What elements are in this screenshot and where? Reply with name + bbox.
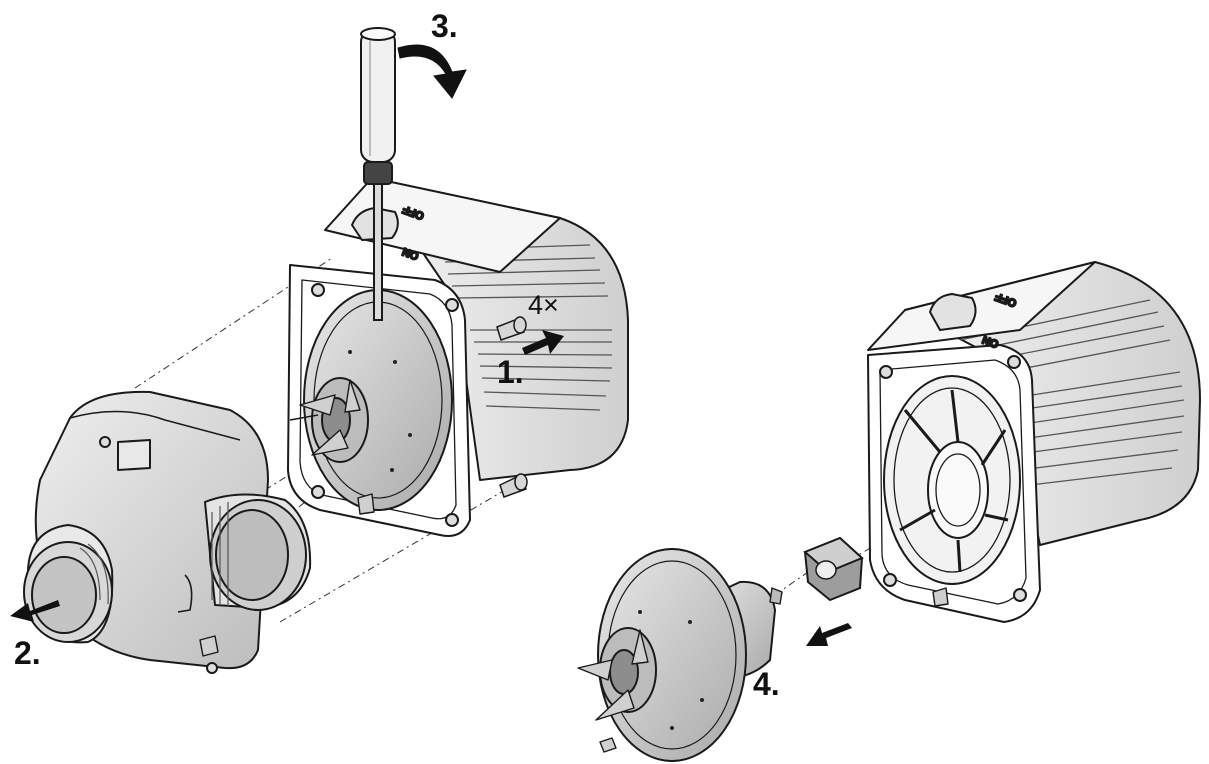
step-label-1: 1. bbox=[497, 354, 524, 390]
screw-count-label: 4× bbox=[528, 290, 559, 320]
step-label-2: 2. bbox=[14, 635, 41, 671]
screw-icon bbox=[496, 316, 528, 498]
arrow-icon-step1 bbox=[522, 330, 564, 355]
screwdriver-icon bbox=[360, 27, 396, 321]
switch-knob-right bbox=[929, 293, 977, 331]
curved-arrow-icon bbox=[397, 44, 467, 99]
step-label-4: 4. bbox=[753, 666, 780, 702]
bearing-bushing bbox=[803, 536, 864, 602]
motor-assembly-left: OFF ON bbox=[287, 177, 629, 537]
pump-housing bbox=[23, 390, 312, 674]
rotor-impeller bbox=[577, 548, 783, 762]
arrow-icon-step2 bbox=[10, 600, 60, 622]
arrow-icon-step4 bbox=[806, 623, 852, 646]
motor-housing-right: OFF ON bbox=[867, 261, 1201, 623]
step-label-3: 3. bbox=[431, 8, 458, 44]
motor-top bbox=[324, 177, 561, 273]
switch-label-on: ON bbox=[401, 245, 421, 262]
